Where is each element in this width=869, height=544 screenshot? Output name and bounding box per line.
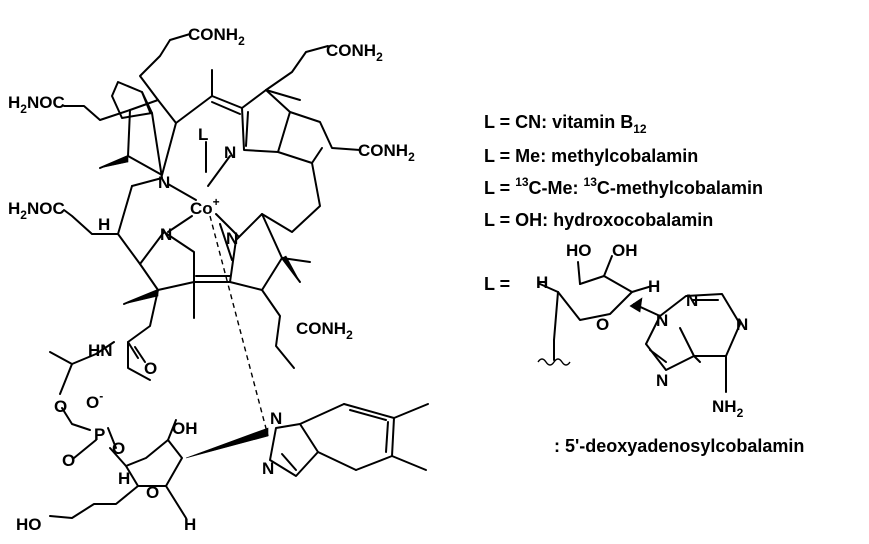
ado-label-n7: N: [656, 371, 668, 390]
adenosyl-structure: [537, 255, 741, 393]
adenosyl-labels: HO OH H H O N N N N NH2 : 5'-deoxyadenos…: [536, 241, 804, 456]
label-h-ribose-right: H: [184, 515, 196, 534]
benzimidazole-ring: [269, 403, 429, 477]
legend-line-me: L = Me: methylcobalamin: [484, 146, 698, 166]
legend-line-13c: L = 13C-Me: 13C-methylcobalamin: [484, 175, 763, 198]
label-conh2-top: CONH2: [188, 25, 245, 48]
label-n-ring-d: N: [160, 225, 172, 244]
legend-line-cn: L = CN: vitamin B12: [484, 112, 647, 136]
label-o-ribose-ring: O: [146, 483, 159, 502]
label-n-benz-top: N: [270, 409, 282, 428]
label-co: Co+: [190, 195, 220, 218]
label-hn: HN: [88, 341, 113, 360]
ado-label-n1: N: [736, 315, 748, 334]
label-n-ring-a: N: [158, 173, 170, 192]
label-o-ribose-link: O: [112, 439, 125, 458]
label-n-ring-b: N: [224, 143, 236, 162]
ado-label-h-left: H: [536, 273, 548, 292]
ado-label-n3: N: [686, 291, 698, 310]
ado-label-ho: HO: [566, 241, 592, 260]
label-conh2-upper-right: CONH2: [326, 41, 383, 64]
legend-line-ado: L =: [484, 274, 510, 294]
label-o-ester: O: [54, 397, 67, 416]
stereo-wedges: [99, 155, 301, 459]
label-conh2-lower-right: CONH2: [296, 319, 353, 342]
label-h2noc-lower: H2NOC: [8, 199, 65, 222]
label-conh2-right: CONH2: [358, 141, 415, 164]
label-n-ring-c: N: [226, 229, 238, 248]
label-h-ring: H: [98, 215, 110, 234]
label-oh-ribose: OH: [172, 419, 198, 438]
label-ho-ribose: HO: [16, 515, 42, 534]
label-p: P: [94, 425, 105, 444]
side-chains: [49, 33, 361, 519]
corrin-ring-bonds: [111, 69, 323, 437]
ado-label-o-ring: O: [596, 315, 609, 334]
label-o-minus: O-: [86, 389, 103, 412]
label-h2noc-upper: H2NOC: [8, 93, 65, 116]
ado-caption: : 5'-deoxyadenosylcobalamin: [554, 436, 804, 456]
label-n-benz-bottom: N: [262, 459, 274, 478]
ligand-legend: L = CN: vitamin B12 L = Me: methylcobala…: [484, 112, 763, 294]
ado-label-n9: N: [656, 311, 668, 330]
label-l-axial: L: [198, 125, 208, 144]
structure-atom-labels: CONH2 CONH2 H2NOC CONH2 H2NOC CONH2 N N …: [8, 25, 415, 534]
ado-label-h-right: H: [648, 277, 660, 296]
label-h-ribose-left: H: [118, 469, 130, 488]
legend-line-oh: L = OH: hydroxocobalamin: [484, 210, 713, 230]
ado-label-nh2: NH2: [712, 397, 744, 420]
label-o-amide: O: [144, 359, 157, 378]
ado-label-oh: OH: [612, 241, 638, 260]
label-o-double: O: [62, 451, 75, 470]
